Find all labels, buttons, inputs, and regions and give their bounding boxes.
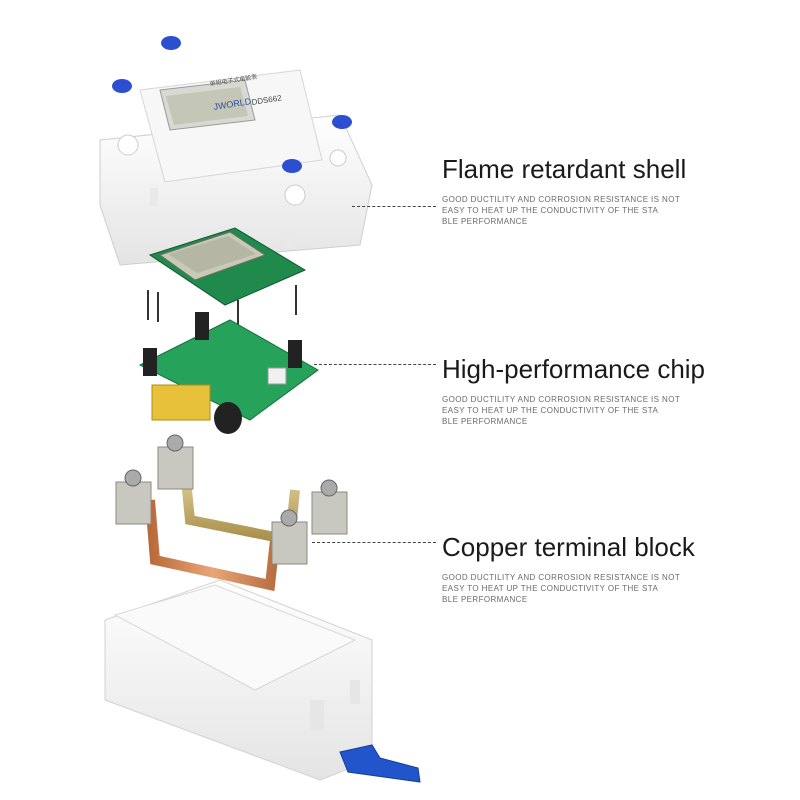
callout-description-line: BLE PERFORMANCE [442, 217, 528, 226]
meter-top-shell [99, 69, 373, 266]
leader-line-chip [314, 364, 436, 365]
callout-description: GOOD DUCTILITY AND CORROSION RESISTANCE … [442, 194, 682, 227]
callout-description: GOOD DUCTILITY AND CORROSION RESISTANCE … [442, 572, 682, 605]
callout-flame-retardant-shell: Flame retardant shell GOOD DUCTILITY AND… [442, 154, 772, 227]
callout-description-line: EASY TO HEAT UP THE CONDUCTIVITY OF THE … [442, 206, 659, 215]
callout-description-line: GOOD DUCTILITY AND CORROSION RESISTANCE … [442, 395, 681, 404]
callout-description-line: BLE PERFORMANCE [442, 595, 528, 604]
screw-cap-icon [332, 115, 352, 129]
callout-description: GOOD DUCTILITY AND CORROSION RESISTANCE … [442, 394, 682, 427]
callout-description-line: BLE PERFORMANCE [442, 417, 528, 426]
screw-caps [112, 36, 352, 173]
callout-description-line: EASY TO HEAT UP THE CONDUCTIVITY OF THE … [442, 406, 659, 415]
main-board [138, 312, 319, 434]
din-clip-icon [339, 744, 421, 783]
leader-line-copper [312, 542, 436, 543]
meter-base-shell [104, 579, 421, 783]
callout-high-performance-chip: High-performance chip GOOD DUCTILITY AND… [442, 354, 772, 427]
screw-cap-icon [161, 36, 181, 50]
copper-terminal-block [115, 434, 348, 592]
screw-cap-icon [112, 79, 132, 93]
leader-line-shell [352, 206, 436, 207]
callout-title: Flame retardant shell [442, 154, 687, 184]
callout-description-line: GOOD DUCTILITY AND CORROSION RESISTANCE … [442, 195, 681, 204]
callout-title: High-performance chip [442, 354, 706, 384]
screw-cap-icon [282, 159, 302, 173]
callout-copper-terminal-block: Copper terminal block GOOD DUCTILITY AND… [442, 532, 772, 605]
callout-description-line: GOOD DUCTILITY AND CORROSION RESISTANCE … [442, 573, 681, 582]
display-board [147, 227, 307, 330]
callout-description-line: EASY TO HEAT UP THE CONDUCTIVITY OF THE … [442, 584, 659, 593]
callout-title: Copper terminal block [442, 532, 695, 562]
